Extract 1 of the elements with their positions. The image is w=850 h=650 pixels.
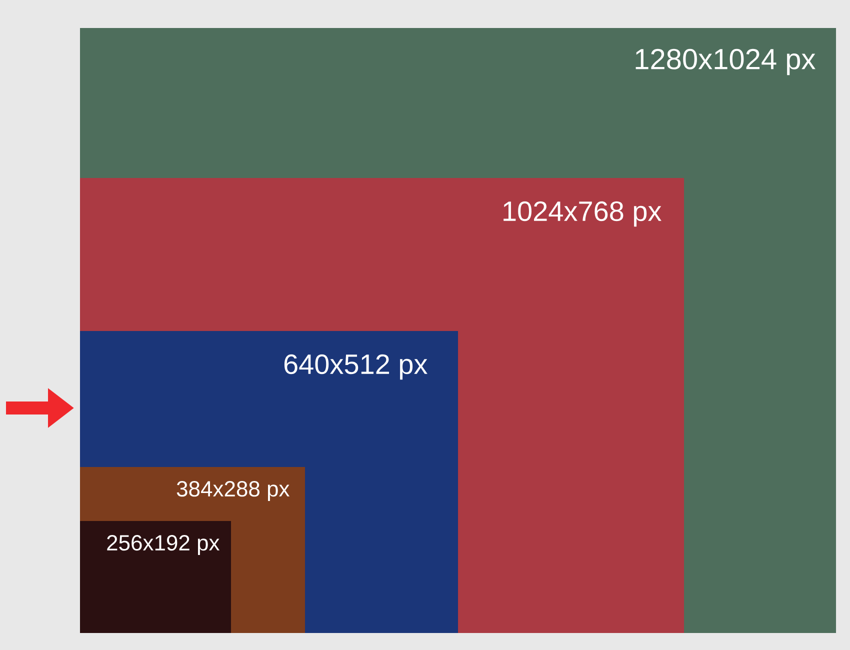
resolution-box: 256x192 px <box>80 521 231 633</box>
